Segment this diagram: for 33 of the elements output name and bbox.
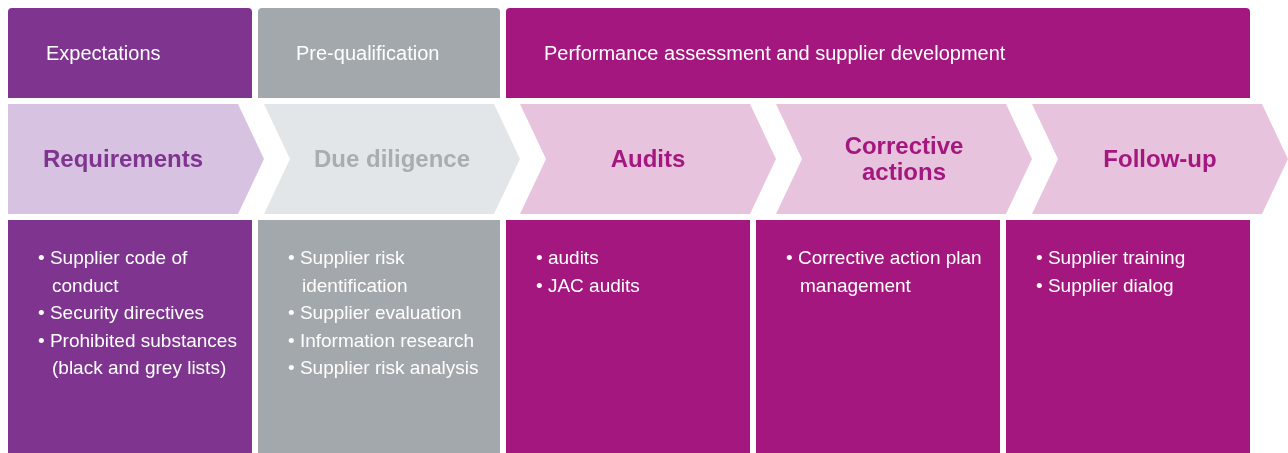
detail-panel	[258, 220, 500, 453]
bullet-item: • Prohibited substances (black and grey lists)	[38, 328, 238, 380]
bullet-item: • Information research	[288, 328, 476, 353]
detail-panel	[8, 220, 252, 453]
chevron-step	[1032, 104, 1288, 214]
chevron-step	[520, 104, 776, 214]
bullet-item: • audits	[536, 246, 600, 270]
bullet-item: • Corrective action plan management	[786, 246, 983, 298]
step-label: Follow-up	[1103, 146, 1217, 172]
bullet-item: • Supplier evaluation	[288, 301, 463, 325]
header-label: Pre-qualification	[296, 41, 440, 65]
chevron-step	[776, 104, 1032, 214]
step-label: Audits	[610, 146, 686, 172]
detail-panel	[756, 220, 1000, 453]
bullet-item: • Supplier training	[1036, 246, 1187, 270]
step-label: Corrective actions	[843, 133, 965, 185]
bullet-item: • JAC audits	[536, 273, 641, 298]
step-label: Requirements	[42, 146, 203, 172]
header-band	[258, 8, 500, 98]
step-label: Due diligence	[313, 146, 470, 172]
chevron-step	[8, 104, 264, 214]
bullet-item: • Supplier code of conduct	[38, 246, 189, 298]
chevron-step	[264, 104, 520, 214]
bullet-item: • Supplier risk analysis	[288, 356, 480, 380]
bullet-item: • Security directives	[38, 301, 206, 325]
header-band	[8, 8, 252, 98]
header-label: Expectations	[46, 41, 161, 65]
detail-panel	[1006, 220, 1250, 453]
bullet-item: • Supplier risk identification	[288, 246, 409, 298]
header-band	[506, 8, 1250, 98]
detail-panel	[506, 220, 750, 453]
header-label: Performance assessment and supplier development	[544, 41, 1006, 65]
bullet-item: • Supplier dialog	[1036, 273, 1175, 298]
